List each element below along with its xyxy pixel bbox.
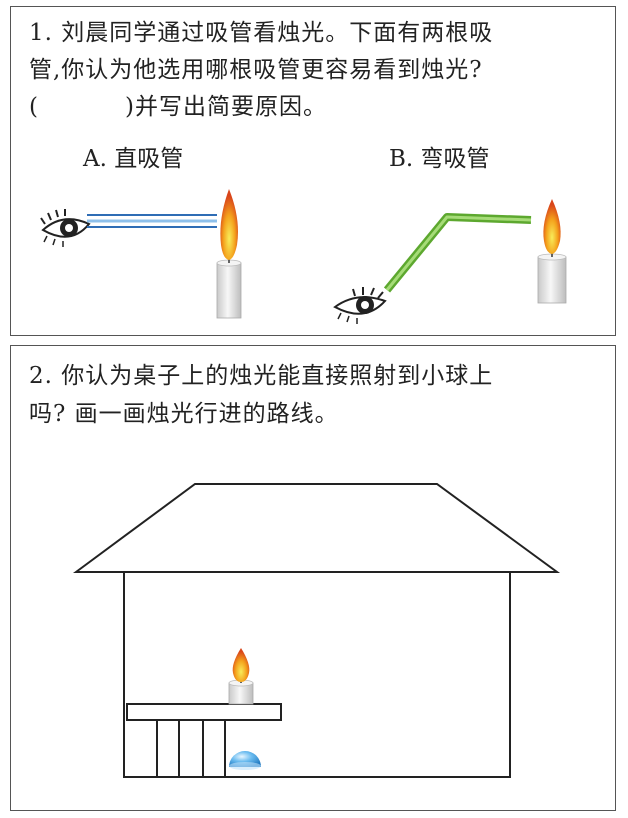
question-1-line-3: ( )并写出简要原因。 [29, 89, 327, 126]
question-2-drawing-area[interactable] [11, 346, 617, 812]
table [126, 703, 282, 778]
eye-icon-a [40, 209, 91, 247]
option-b-label: B. 弯吸管 [389, 146, 490, 172]
question-1-illustration [40, 189, 567, 324]
flame-icon-b [543, 199, 561, 254]
straight-straw [87, 214, 217, 228]
question-1-line-1: 1. 刘晨同学通过吸管看烛光。下面有两根吸 [29, 20, 494, 46]
answer-blank-open: ( [29, 94, 39, 120]
flame-icon-a [220, 189, 238, 260]
candle-a [216, 189, 242, 319]
question-2-line-2: 吗? 画一画烛光行进的路线。 [29, 401, 339, 427]
house [72, 483, 561, 778]
ball [229, 751, 261, 770]
house-wall [123, 571, 511, 778]
question-2-panel: 2. 你认为桌子上的烛光能直接照射到小球上 吗? 画一画烛光行进的路线。 [10, 345, 616, 811]
eye-icon-b [333, 287, 387, 324]
candle-on-table [228, 648, 254, 705]
house-roof [72, 483, 561, 573]
question-1-panel: 1. 刘晨同学通过吸管看烛光。下面有两根吸 管,你认为他选用哪根吸管更容易看到烛… [10, 6, 616, 336]
question-2-line-1: 2. 你认为桌子上的烛光能直接照射到小球上 [29, 363, 494, 389]
option-a-label: A. 直吸管 [83, 146, 184, 172]
flame-icon-c [232, 648, 250, 682]
question-1-line-2: 管,你认为他选用哪根吸管更容易看到烛光? [29, 57, 483, 83]
candle-b [537, 199, 567, 304]
question-1-line-3-rest: )并写出简要原因。 [124, 94, 327, 120]
bent-straw [383, 213, 532, 293]
